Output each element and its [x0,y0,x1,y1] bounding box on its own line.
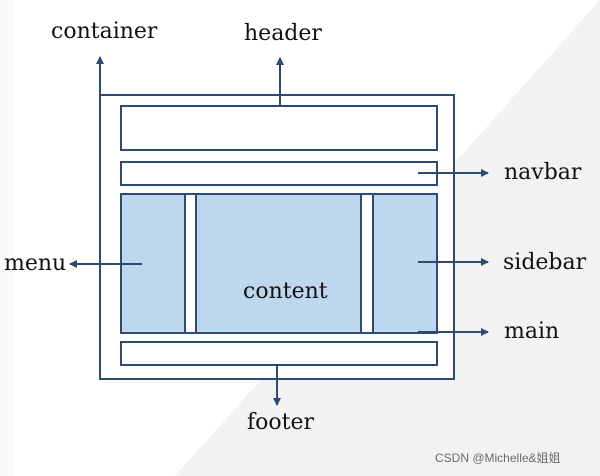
footer-box [120,341,438,366]
navbar-box [120,161,438,186]
label-sidebar: sidebar [503,250,587,275]
label-container: container [51,19,158,44]
label-main: main [504,319,560,344]
left-edge-shade [0,0,14,476]
sidebar-box [372,193,438,334]
label-footer: footer [247,410,315,435]
content-box [195,193,362,334]
label-menu: menu [4,251,67,276]
label-navbar: navbar [504,160,582,185]
watermark-text: CSDN @Michelle&姐姐 [435,451,561,465]
header-box [120,105,438,151]
label-header: header [244,21,322,46]
label-content: content [243,279,328,304]
